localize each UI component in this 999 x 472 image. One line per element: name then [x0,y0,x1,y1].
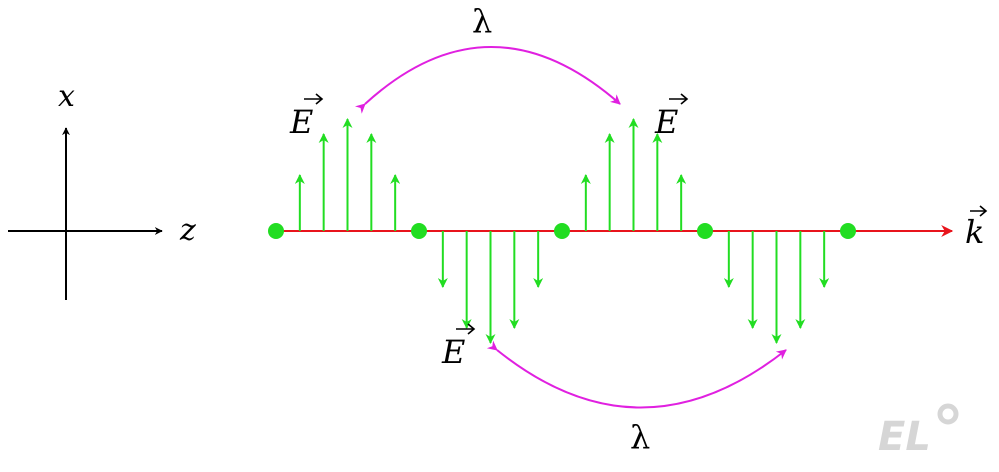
x-axis-label: x [58,79,75,114]
wavelength-arc-bottom: λ [486,340,787,456]
k-vector-arrow-icon [970,205,988,217]
vector-arrow-icon [669,93,689,105]
node-dot [268,223,284,239]
el-logo: EL [878,403,959,460]
el-logo-text: EL [878,414,931,460]
wavelength-label-top: λ [472,2,492,40]
node-dot [554,223,570,239]
z-axis-label: z [179,213,196,248]
wavelength-arc-top-line [354,46,621,114]
field-label-trough: E [441,323,476,371]
k-vector-label: k [965,205,988,251]
wavelength-label-bottom: λ [630,418,650,456]
el-logo-dot-icon [937,403,959,425]
vector-arrow-icon [456,323,476,335]
coordinate-axes: x z [8,79,196,300]
electric-field-vectors [294,118,830,344]
wavelength-arc-top: λ [354,2,621,114]
node-dot [840,223,856,239]
field-label-text: E [654,103,678,141]
vector-arrow-icon [304,93,324,105]
zero-crossing-nodes [268,223,856,239]
field-label-text: E [441,333,465,371]
field-label-text: E [289,103,313,141]
wavelength-arc-bottom-line [486,340,787,409]
node-dot [697,223,713,239]
k-label-text: k [965,213,984,251]
field-label-peak-2: E [654,93,689,141]
field-label-peak-1: E [289,93,324,141]
node-dot [411,223,427,239]
